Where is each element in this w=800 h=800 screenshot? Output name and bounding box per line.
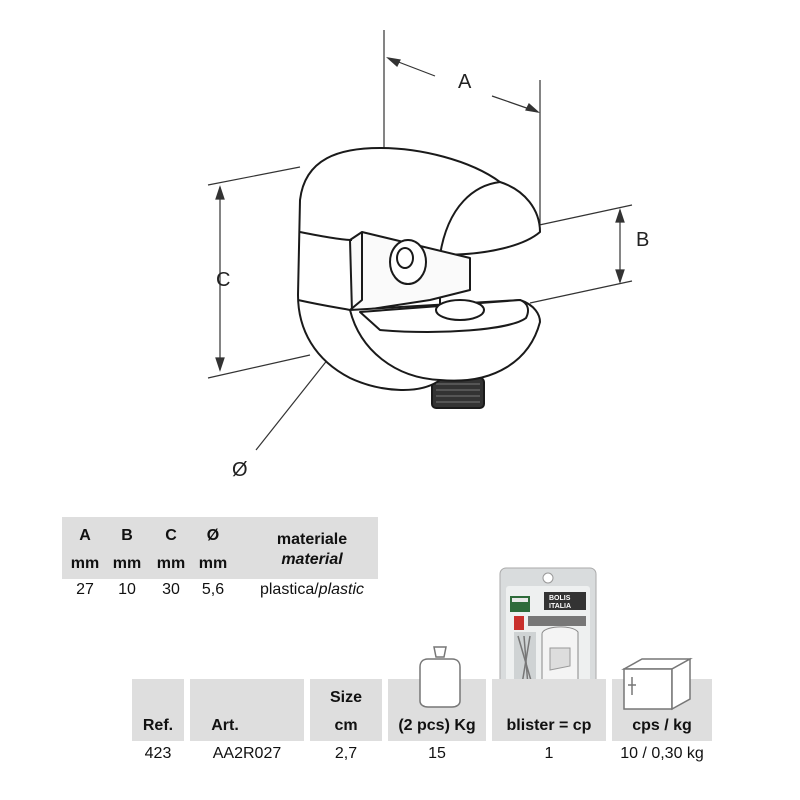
order-table: Ref. Art. Size cm (2 pcs) Kg blister = c… [132, 679, 712, 767]
header-size-unit: cm [334, 717, 358, 734]
header-ref: Ref. [142, 717, 174, 734]
header-weight: (2 pcs) Kg [398, 717, 476, 734]
value-a: 27 [76, 581, 94, 598]
header-blister: blister = cp [506, 717, 592, 734]
material-header-en: material [281, 551, 343, 568]
header-diameter: Ø [206, 527, 220, 544]
weight-icon [419, 646, 461, 708]
header-cps: cps / kg [632, 717, 692, 734]
material-header-it: materiale [276, 531, 348, 548]
row-ref: 423 [144, 745, 172, 762]
row-weight: 15 [428, 745, 446, 762]
dimension-a [383, 30, 541, 225]
box-icon [621, 657, 693, 711]
value-diameter: 5,6 [201, 581, 225, 598]
spec-table-header: A B C Ø mm mm mm mm materiale material [62, 517, 378, 579]
order-table-header: Ref. Art. Size cm (2 pcs) Kg blister = c… [132, 679, 712, 741]
row-art: AA2R027 [212, 745, 282, 762]
unit-b: mm [112, 555, 142, 572]
row-blister: 1 [544, 745, 554, 762]
blister-brand-line1: BOLIS [549, 595, 571, 602]
order-table-row: 423 AA2R027 2,7 15 1 10 / 0,30 kg [132, 741, 712, 767]
header-a: A [79, 527, 91, 544]
dimension-c-label: C [216, 269, 230, 291]
technical-drawing: A B C Ø [207, 30, 649, 481]
header-b: B [121, 527, 133, 544]
diameter-label: Ø [232, 459, 248, 481]
value-c: 30 [162, 581, 180, 598]
dimension-c [207, 166, 311, 379]
bracket-drawing [297, 147, 541, 409]
header-art: Art. [211, 717, 239, 734]
unit-diameter: mm [198, 555, 228, 572]
value-b: 10 [118, 581, 136, 598]
row-cps: 10 / 0,30 kg [620, 745, 704, 762]
header-size: Size [329, 689, 362, 706]
unit-c: mm [156, 555, 186, 572]
spec-table-row: 27 10 30 5,6 plastica/plastic [62, 579, 378, 605]
dimension-b-label: B [636, 229, 649, 251]
dimension-b [529, 204, 633, 304]
spec-table: A B C Ø mm mm mm mm materiale material 2… [62, 517, 378, 605]
material-value-en: plastic [318, 581, 365, 598]
blister-brand-line2: ITALIA [549, 603, 571, 610]
material-value: plastica/plastic [242, 581, 382, 599]
dimension-a-label: A [458, 71, 472, 93]
unit-a: mm [70, 555, 100, 572]
material-value-it: plastica/ [259, 581, 319, 598]
header-c: C [165, 527, 177, 544]
row-size: 2,7 [334, 745, 358, 762]
